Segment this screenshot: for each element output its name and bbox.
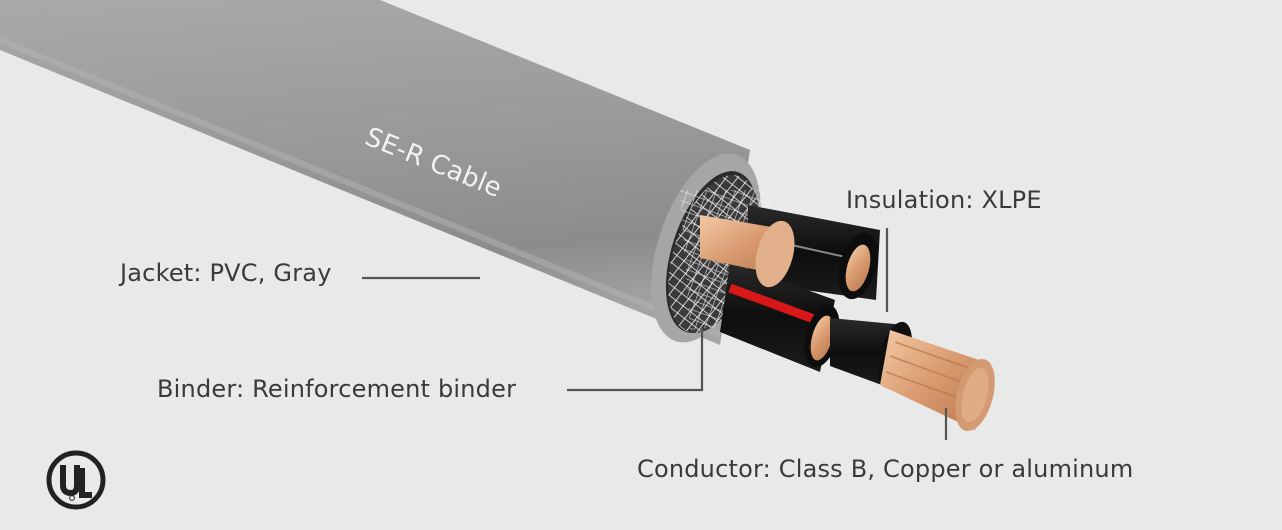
cable-jacket — [0, 0, 750, 345]
leader-lines — [362, 228, 948, 440]
binder-label: Binder: Reinforcement binder — [157, 375, 517, 403]
jacket-label: Jacket: PVC, Gray — [120, 259, 332, 287]
insulation-label: Insulation: XLPE — [846, 186, 1042, 214]
leader-binder — [567, 328, 704, 392]
ul-logo-icon — [46, 450, 106, 510]
conductor-label: Conductor: Class B, Copper or aluminum — [637, 455, 1134, 483]
